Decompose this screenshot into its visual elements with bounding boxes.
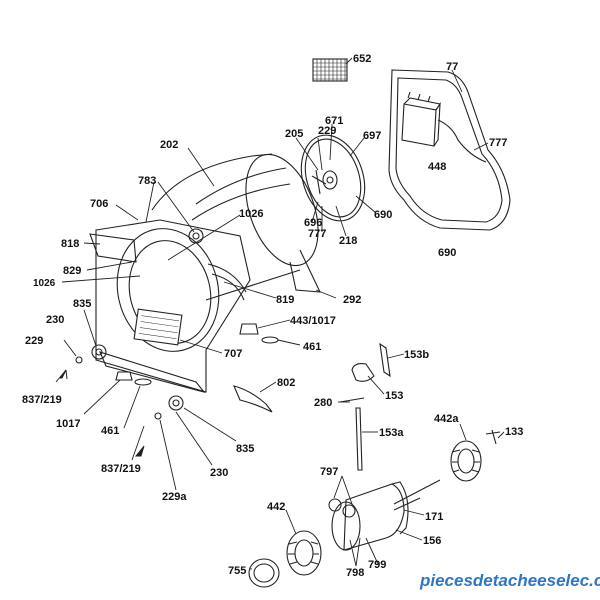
label-706: 706 bbox=[90, 198, 108, 210]
part-fan-442 bbox=[286, 530, 322, 576]
part-motor bbox=[328, 479, 441, 551]
label-442: 442 bbox=[267, 501, 285, 513]
label-448: 448 bbox=[428, 161, 446, 173]
part-rear-panel bbox=[388, 69, 511, 231]
label-697: 697 bbox=[363, 130, 381, 142]
label-218: 218 bbox=[339, 235, 357, 247]
label-696: 696 bbox=[304, 217, 322, 229]
label-818: 818 bbox=[61, 238, 79, 250]
label-153a: 153a bbox=[379, 427, 404, 439]
label-461-left: 461 bbox=[101, 425, 119, 437]
label-230-top: 230 bbox=[46, 314, 64, 326]
label-755: 755 bbox=[228, 565, 246, 577]
label-652: 652 bbox=[353, 53, 371, 65]
part-drum bbox=[151, 153, 321, 301]
label-133: 133 bbox=[505, 426, 523, 438]
label-77: 77 bbox=[446, 61, 458, 73]
label-443-1017: 443/1017 bbox=[290, 315, 336, 327]
label-205: 205 bbox=[285, 128, 303, 140]
part-front-bulkhead bbox=[89, 219, 251, 393]
label-835-bottom: 835 bbox=[236, 443, 254, 455]
label-230-bottom: 230 bbox=[210, 467, 228, 479]
label-837-219-bottom: 837/219 bbox=[101, 463, 141, 475]
label-171: 171 bbox=[425, 511, 443, 523]
label-777-mid: 777 bbox=[308, 228, 326, 240]
part-labels: 652 77 205 229 671 697 202 777 448 783 7… bbox=[22, 53, 523, 579]
label-153b: 153b bbox=[404, 349, 429, 361]
label-1026-mid: 1026 bbox=[239, 208, 263, 220]
leader-lines bbox=[55, 57, 505, 570]
label-829: 829 bbox=[63, 265, 81, 277]
label-461-right: 461 bbox=[303, 341, 321, 353]
arrow-icons bbox=[59, 369, 145, 457]
label-798: 798 bbox=[346, 567, 364, 579]
label-153: 153 bbox=[385, 390, 403, 402]
label-280: 280 bbox=[314, 397, 332, 409]
label-442a: 442a bbox=[434, 413, 459, 425]
watermark: piecesdetacheeselec.com bbox=[419, 571, 600, 590]
label-819: 819 bbox=[276, 294, 294, 306]
part-filter-mesh bbox=[312, 58, 348, 82]
label-292: 292 bbox=[343, 294, 361, 306]
label-797: 797 bbox=[320, 466, 338, 478]
label-777-right: 777 bbox=[489, 137, 507, 149]
label-802: 802 bbox=[277, 377, 295, 389]
label-799: 799 bbox=[368, 559, 386, 571]
label-690-mid: 690 bbox=[374, 209, 392, 221]
label-835-top: 835 bbox=[73, 298, 91, 310]
label-671: 671 bbox=[325, 115, 343, 127]
label-202: 202 bbox=[160, 139, 178, 151]
part-bearing-plate bbox=[300, 134, 366, 222]
label-1017: 1017 bbox=[56, 418, 80, 430]
label-837-219-top: 837/219 bbox=[22, 394, 62, 406]
part-idler-assembly bbox=[339, 342, 391, 471]
part-clip-133 bbox=[485, 429, 501, 445]
label-707: 707 bbox=[224, 348, 242, 360]
label-156: 156 bbox=[423, 535, 441, 547]
part-bracket-802 bbox=[233, 385, 273, 413]
label-229-left: 229 bbox=[25, 335, 43, 347]
label-229-top: 229 bbox=[318, 125, 336, 137]
label-783: 783 bbox=[138, 175, 156, 187]
label-229a: 229a bbox=[162, 491, 187, 503]
part-hardware bbox=[75, 323, 279, 420]
label-690-bottom: 690 bbox=[438, 247, 456, 259]
label-1026-left: 1026 bbox=[33, 278, 56, 289]
part-ring-755 bbox=[248, 558, 280, 588]
part-fan-442a bbox=[450, 440, 482, 482]
